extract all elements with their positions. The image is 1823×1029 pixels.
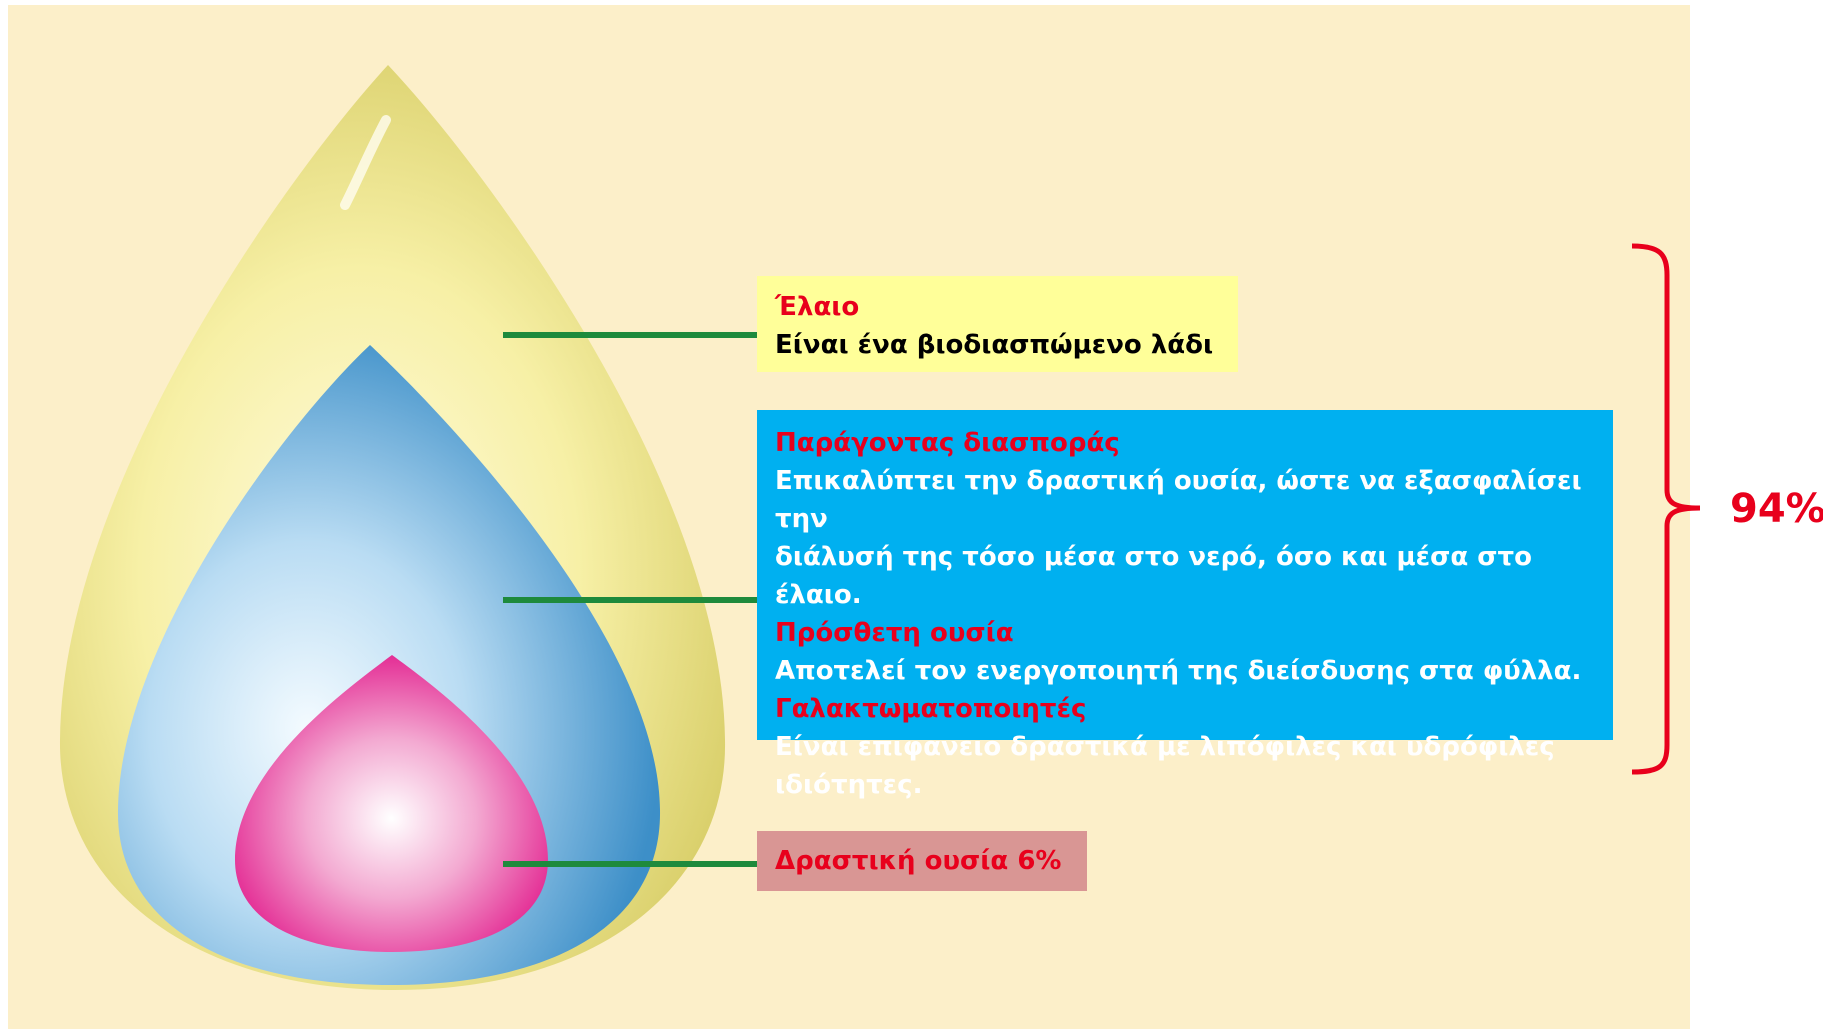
oil-description: Είναι ένα βιοδιασπώμενο λάδι bbox=[775, 330, 1214, 360]
oil-label-box: Έλαιο Είναι ένα βιοδιασπώμενο λάδι bbox=[757, 276, 1238, 372]
active-substance-title: Δραστική ουσία 6% bbox=[775, 846, 1062, 876]
emulsifiers-description-line2: ιδιότητες. bbox=[775, 770, 923, 800]
curly-bracket bbox=[1631, 243, 1701, 775]
emulsifiers-title: Γαλακτωματοποιητές bbox=[775, 694, 1087, 724]
dispersion-description-line1: Επικαλύπτει την δραστική ουσία, ώστε να … bbox=[775, 466, 1582, 534]
additive-title: Πρόσθετη ουσία bbox=[775, 618, 1014, 648]
dispersion-description-line2: διάλυσή της τόσο μέσα στο νερό, όσο και … bbox=[775, 542, 1532, 610]
dispersion-title: Παράγοντας διασποράς bbox=[775, 428, 1120, 458]
active-substance-drop bbox=[235, 655, 548, 952]
emulsifiers-description-line1: Είναι επιφανειο δραστικά με λιπόφιλες κα… bbox=[775, 732, 1555, 762]
middle-layer-label-box: Παράγοντας διασποράς Επικαλύπτει την δρα… bbox=[757, 410, 1613, 800]
bracket-percent-label: 94% bbox=[1730, 486, 1823, 532]
oil-layer-highlight bbox=[340, 115, 391, 210]
oil-title: Έλαιο bbox=[775, 292, 860, 322]
active-substance-label-box: Δραστική ουσία 6% bbox=[757, 831, 1087, 891]
additive-description: Αποτελεί τον ενεργοποιητή της διείσδυσης… bbox=[775, 656, 1582, 686]
